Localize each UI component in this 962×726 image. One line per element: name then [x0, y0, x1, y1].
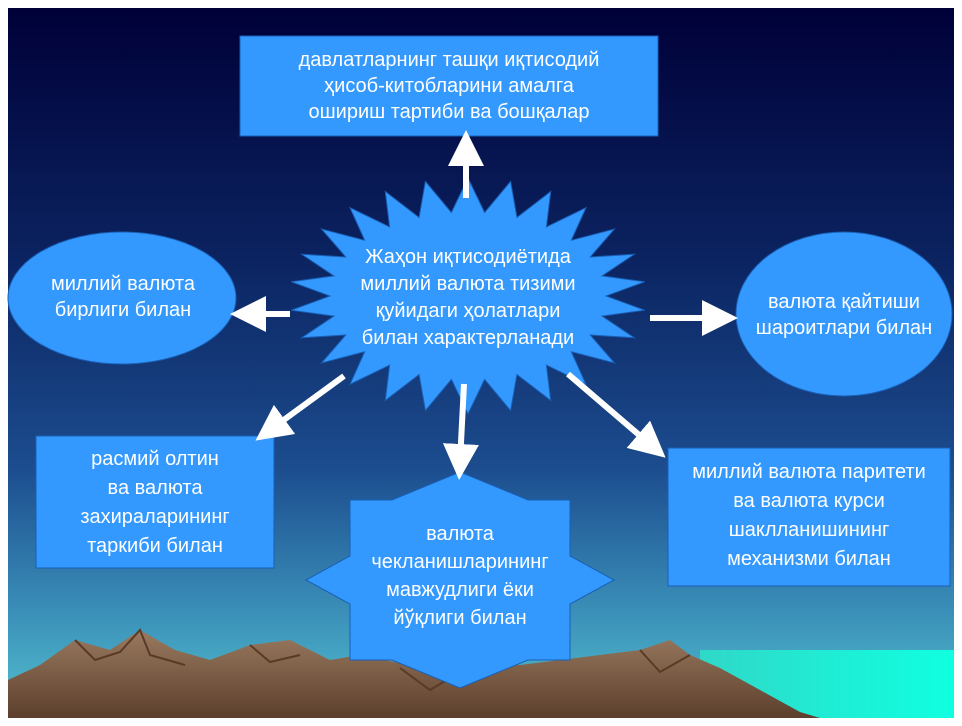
mountain-range — [8, 630, 820, 718]
node-bottom-line-3: мавжудлиги ёки — [386, 579, 534, 601]
node-left-label: миллий валюта бирлиги билан — [10, 262, 236, 332]
connector-arrows — [230, 130, 738, 480]
arrow-to-bottom-left — [255, 373, 346, 441]
node-bottom-left-label: расмий олтин ва валюта захираларининг та… — [36, 444, 274, 562]
node-bottom-right-line-4: механизми билан — [727, 548, 891, 570]
node-left-line-2: бирлиги билан — [54, 299, 192, 321]
node-bottom-line-1: валюта — [426, 523, 494, 545]
node-right-label: валюта қайтиши шароитлари билан — [736, 280, 952, 350]
node-right-line-2: шароитлари билан — [755, 317, 933, 339]
node-bottom-star — [304, 471, 616, 689]
node-bottom-right-line-3: шаклланишининг — [728, 519, 890, 541]
node-bottom-line-4: йўқлиги билан — [393, 607, 527, 629]
node-bottom-right-line-2: ва валюта курси — [733, 490, 885, 512]
node-right-line-1: валюта қайтиши — [768, 291, 920, 313]
node-bottom-left-line-1: расмий олтин — [91, 448, 219, 470]
center-starburst — [291, 176, 645, 416]
center-label: Жаҳон иқтисодиётида миллий валюта тизими… — [318, 238, 618, 358]
center-line-4: билан характерланади — [361, 327, 575, 349]
arrow-to-bottom-right — [566, 371, 666, 458]
node-bottom-right-line-1: миллий валюта паритети — [692, 461, 926, 483]
node-bottom-right-box — [667, 447, 951, 587]
arrow-to-bottom — [442, 383, 479, 480]
node-top-line-2: ҳисоб-китобларини амалга — [324, 75, 574, 97]
node-left-line-1: миллий валюта — [51, 273, 195, 295]
center-line-2: миллий валюта тизими — [360, 273, 576, 295]
node-bottom-left-line-3: захираларининг — [80, 506, 230, 528]
node-top-label: давлатларнинг ташқи иқтисодий ҳисоб-кито… — [240, 36, 658, 136]
node-bottom-left-box — [35, 435, 275, 569]
node-bottom-right-label: миллий валюта паритети ва валюта курси ш… — [668, 452, 950, 580]
node-bottom-line-2: чекланишларининг — [371, 551, 549, 573]
node-bottom-left-line-2: ва валюта — [107, 477, 203, 499]
node-bottom-left-line-4: таркиби билан — [87, 535, 223, 557]
node-top-line-1: давлатларнинг ташқи иқтисодий — [298, 49, 600, 71]
center-line-3: қуйидаги ҳолатлари — [375, 300, 561, 322]
mountain-ridges — [74, 628, 691, 692]
center-line-1: Жаҳон иқтисодиётида — [365, 246, 571, 268]
node-bottom-label: валюта чекланишларининг мавжудлиги ёки й… — [320, 516, 600, 636]
node-top-line-3: ошириш тартиби ва бошқалар — [308, 101, 590, 123]
